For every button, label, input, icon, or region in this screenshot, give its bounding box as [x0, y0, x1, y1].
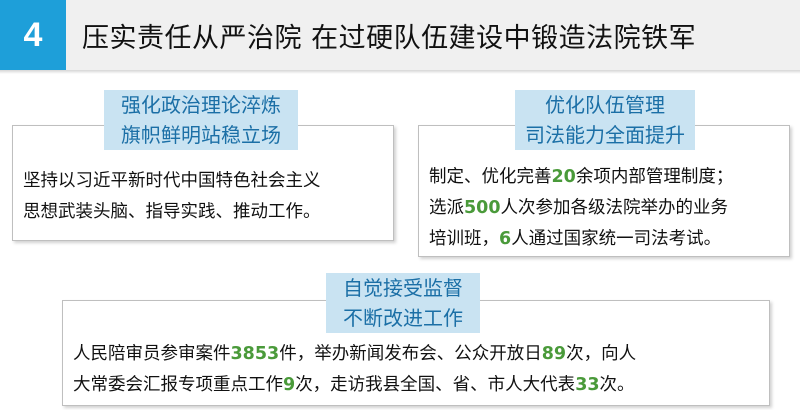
political-theory-line: 坚持以习近平新时代中国特色社会主义	[23, 171, 321, 191]
cases-count: 3853	[230, 344, 280, 364]
title-divider	[0, 70, 800, 74]
text-fragment: 次，走访我县全国、省、市人大代表	[295, 375, 576, 395]
text-fragment: 人民陪审员参审案件	[73, 344, 231, 364]
team-management-label: 优化队伍管理 司法能力全面提升	[515, 90, 695, 150]
visits-count: 33	[575, 375, 600, 395]
text-fragment: 件，举办新闻发布会、公众开放日	[279, 344, 542, 364]
political-theory-line: 思想武装头脑、指导实践、推动工作。	[23, 202, 321, 222]
team-management-text: 制定、优化完善20余项内部管理制度； 选派500人次参加各级法院举办的业务 培训…	[429, 162, 783, 255]
text-fragment: 人次参加各级法院举办的业务	[500, 198, 729, 218]
team-management-line: 选派500人次参加各级法院举办的业务	[429, 193, 783, 224]
team-management-line: 培训班，6人通过国家统一司法考试。	[429, 224, 783, 255]
political-theory-label-line: 强化政治理论淬炼	[121, 93, 281, 117]
title-bar: 压实责任从严治院 在过硬队伍建设中锻造法院铁军	[66, 0, 800, 70]
text-fragment: 选派	[429, 198, 464, 218]
open-days-count: 89	[541, 344, 567, 364]
supervision-line: 大常委会汇报专项重点工作9次，走访我县全国、省、市人大代表33次。	[73, 370, 763, 401]
exam-pass-count: 6	[499, 229, 512, 249]
text-fragment: 余项内部管理制度；	[575, 167, 734, 187]
team-management-label-line: 优化队伍管理	[545, 93, 665, 117]
text-fragment: 制定、优化完善	[429, 167, 552, 187]
team-management-label-line: 司法能力全面提升	[525, 123, 685, 147]
section-number: 4	[23, 15, 43, 54]
text-fragment: 次，向人	[566, 344, 637, 364]
rules-count: 20	[551, 167, 576, 187]
political-theory-label: 强化政治理论淬炼 旗帜鲜明站稳立场	[104, 90, 298, 150]
supervision-text: 人民陪审员参审案件3853件，举办新闻发布会、公众开放日89次，向人 大常委会汇…	[73, 339, 763, 401]
political-theory-label-line: 旗帜鲜明站稳立场	[121, 123, 281, 147]
text-fragment: 人通过国家统一司法考试。	[511, 229, 722, 249]
section-number-badge: 4	[0, 0, 66, 70]
page-title: 压实责任从严治院 在过硬队伍建设中锻造法院铁军	[82, 22, 697, 54]
reports-count: 9	[283, 375, 296, 395]
trainees-count: 500	[464, 198, 501, 218]
supervision-label-line: 自觉接受监督	[343, 276, 463, 300]
text-fragment: 次。	[599, 375, 635, 395]
text-fragment: 培训班，	[429, 229, 499, 249]
political-theory-text: 坚持以习近平新时代中国特色社会主义 思想武装头脑、指导实践、推动工作。	[23, 166, 387, 228]
text-fragment: 大常委会汇报专项重点工作	[73, 375, 283, 395]
team-management-line: 制定、优化完善20余项内部管理制度；	[429, 162, 783, 193]
supervision-line: 人民陪审员参审案件3853件，举办新闻发布会、公众开放日89次，向人	[73, 339, 763, 370]
supervision-label: 自觉接受监督 不断改进工作	[326, 273, 480, 333]
supervision-label-line: 不断改进工作	[343, 306, 463, 330]
